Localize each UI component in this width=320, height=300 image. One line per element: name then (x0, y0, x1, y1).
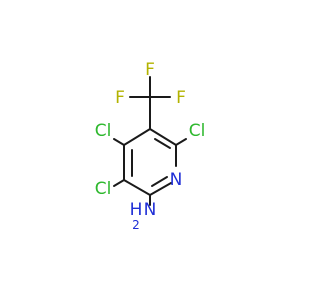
bond-c6-cl (175, 138, 187, 146)
molecule-structure: F F F Cl Cl Cl N H 2 N (95, 60, 206, 232)
atom-f-top: F (145, 60, 155, 80)
bond-c4-cl (113, 138, 125, 146)
bond-c3-cl (113, 179, 125, 187)
bond-c6-c5-inner (154, 138, 171, 149)
bond-c4-c5 (123, 128, 151, 146)
amino-h-count: 2 (132, 218, 140, 232)
bond-n-c2-inner (151, 176, 168, 187)
atom-cl-top-left: Cl (95, 121, 112, 141)
molecule-canvas: F F F Cl Cl Cl N H 2 N (95, 60, 206, 232)
bond-c5-c6 (149, 128, 177, 146)
atom-amino-n: N (144, 200, 157, 220)
atom-f-left: F (115, 88, 125, 108)
bonds (113, 76, 187, 206)
atom-amino-h: H (130, 200, 143, 220)
bond-n-c2 (149, 182, 172, 196)
bond-c2-c3 (123, 179, 151, 196)
atom-ring-nitrogen: N (170, 170, 183, 190)
atom-cl-left: Cl (95, 179, 112, 199)
amino-group: H 2 N (130, 200, 157, 232)
atom-f-right: F (176, 88, 186, 108)
atom-cl-top-right: Cl (189, 121, 206, 141)
